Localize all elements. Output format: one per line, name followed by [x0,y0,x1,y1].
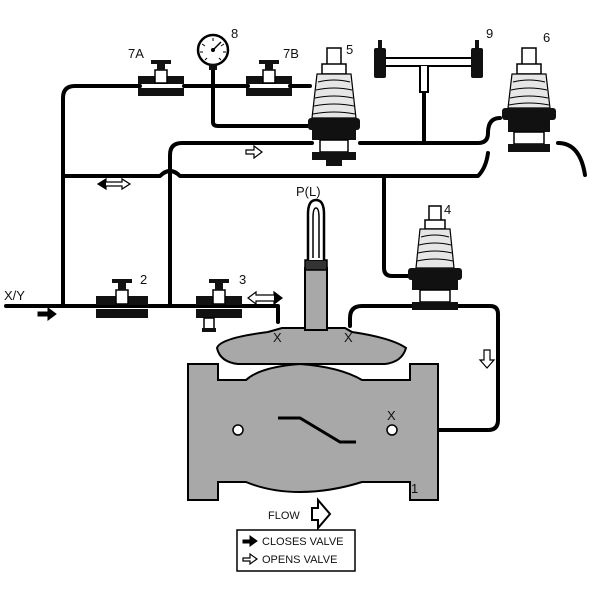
port-label: X [344,330,353,345]
flow-arrow-icon [311,497,332,531]
inlet-label: X/Y [4,288,25,303]
component-number: 7A [128,46,144,61]
isolation-valve-2 [96,279,148,318]
port-label: X [387,408,396,423]
legend-opens-label: OPENS VALVE [262,554,337,566]
flow-direction-arrows [37,144,496,531]
component-number: 7B [283,46,299,61]
isolation-valve-7a [138,60,184,96]
flow-label: FLOW [268,510,300,522]
pilot-valve-4 [408,205,462,310]
port-label: X [273,330,282,345]
isolation-valve-3 [196,279,242,332]
component-number: 6 [543,30,550,45]
pilot-valve-5 [308,47,360,166]
component-number: 9 [486,26,493,41]
closes-arrow-icon [37,307,57,321]
main-valve-body [187,198,439,501]
component-number: 5 [346,42,353,57]
opens-arrow-icon [242,552,259,566]
opens-arrow-icon [245,144,263,160]
component-number: 1 [411,481,418,496]
legend-closes-label: CLOSES VALVE [262,536,344,548]
component-number: 8 [231,26,238,41]
opens-arrow-icon [478,349,496,369]
pressure-gauge-icon [196,33,230,70]
component-number: 3 [239,272,246,287]
component-number: 2 [140,272,147,287]
position-indicator-label: P(L) [296,184,321,199]
pilot-valve-6 [502,47,556,152]
component-number: 4 [444,202,451,217]
isolation-valve-7b [246,60,292,96]
diagram-labels: X/Y P(L) X X X FLOW 1 2 3 4 5 6 7A 7B 8 … [4,26,550,522]
pilot-piping [4,68,587,432]
closes-arrow-icon [242,535,258,547]
legend: CLOSES VALVE OPENS VALVE [236,529,356,572]
strainer-icon [374,40,483,93]
